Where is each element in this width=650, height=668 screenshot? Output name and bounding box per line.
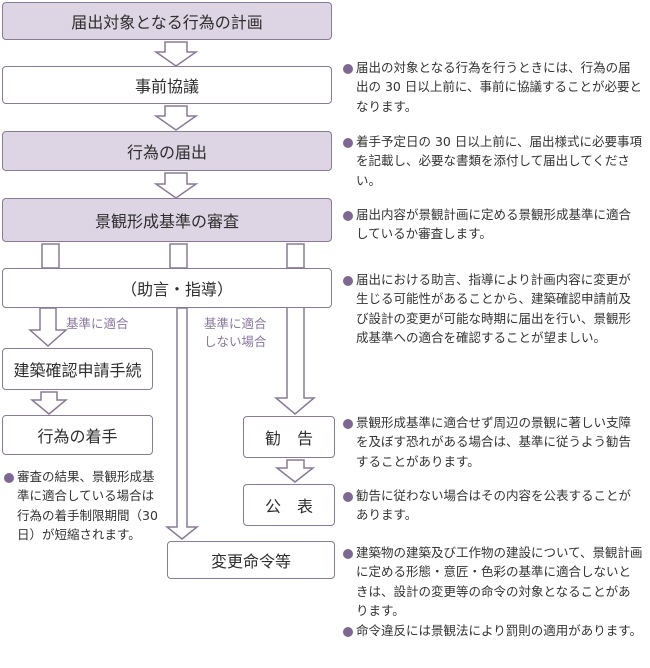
- note-change-order-item2: 命令違反には景観法により罰則の適用があります。: [343, 621, 643, 640]
- note-notification-text: 着手予定日の 30 日以上前に、届出様式に必要事項を記載し、必要な書類を添付して…: [356, 134, 642, 188]
- note-publication: 勧告に従わない場合はその内容を公表することがあります。: [343, 486, 643, 525]
- step-publication: 公 表: [243, 484, 335, 526]
- note-shortening-text: 審査の結果、景観形成基準に適合している場合は行為の着手制限期間（30 日）が短縮…: [17, 469, 158, 543]
- label-nonconform-line1: 基準に適合: [204, 316, 267, 331]
- arrow-recommend-to-publish: [274, 459, 316, 483]
- bullet-icon: [343, 276, 353, 286]
- step-notification-label: 行為の届出: [126, 143, 207, 162]
- note-review-text: 届出内容が景観計画に定める景観形成基準に適合しているか審査します。: [356, 207, 632, 242]
- step-advice: （助言・指導）: [2, 268, 332, 308]
- note-review: 届出内容が景観計画に定める景観形成基準に適合しているか審査します。: [343, 205, 643, 244]
- bullet-icon: [343, 211, 353, 221]
- bar-review-center: [169, 243, 188, 269]
- arrow-consult-to-notify: [153, 105, 199, 131]
- step-plan: 届出対象となる行為の計画: [2, 2, 332, 40]
- step-start: 行為の着手: [2, 415, 153, 455]
- arrow-conform: [28, 307, 68, 348]
- bullet-icon: [343, 138, 353, 148]
- arrow-confirm-to-start: [29, 391, 69, 415]
- note-change-order-item1: 建築物の建築及び工作物の建設について、景観計画に定める形態・意匠・色彩の基準に適…: [343, 543, 643, 621]
- step-advice-label: （助言・指導）: [121, 280, 234, 299]
- step-change-order: 変更命令等: [167, 541, 335, 579]
- step-consultation-label: 事前協議: [134, 77, 199, 96]
- step-consultation: 事前協議: [2, 66, 332, 104]
- note-publication-text: 勧告に従わない場合はその内容を公表することがあります。: [356, 488, 632, 523]
- note-change-order-text2: 命令違反には景観法により罰則の適用があります。: [356, 622, 643, 638]
- bullet-icon: [343, 419, 353, 429]
- note-shortening: 審査の結果、景観形成基準に適合している場合は行為の着手制限期間（30 日）が短縮…: [4, 467, 159, 545]
- step-recommendation-label: 勧 告: [264, 429, 313, 448]
- note-change-order-text1: 建築物の建築及び工作物の建設について、景観計画に定める形態・意匠・色彩の基準に適…: [356, 545, 643, 619]
- note-consultation: 届出の対象となる行為を行うときには、行為の届出の 30 日以上前に、事前に協議す…: [343, 58, 643, 116]
- step-change-order-label: 変更命令等: [210, 552, 291, 571]
- label-nonconform: 基準に適合 しない場合: [204, 315, 267, 351]
- arrow-to-order: [164, 307, 200, 540]
- note-change-order: 建築物の建築及び工作物の建設について、景観計画に定める形態・意匠・色彩の基準に適…: [343, 543, 643, 640]
- bar-review-left: [41, 243, 60, 269]
- note-recommendation: 景観形成基準に適合せず周辺の景観に著しい支障を及ぼす恐れがある場合は、基準に従う…: [343, 413, 643, 471]
- bullet-icon: [343, 549, 353, 559]
- note-advice: 届出における助言、指導により計画内容に変更が生じる可能性があることから、建築確認…: [343, 270, 643, 348]
- bullet-icon: [343, 626, 353, 637]
- note-notification: 着手予定日の 30 日以上前に、届出様式に必要事項を記載し、必要な書類を添付して…: [343, 132, 643, 190]
- label-nonconform-line2: しない場合: [204, 334, 267, 350]
- step-building-confirmation: 建築確認申請手続: [2, 348, 153, 390]
- step-review: 景観形成基準の審査: [2, 198, 332, 242]
- arrow-notify-to-review: [153, 172, 199, 199]
- note-recommendation-text: 景観形成基準に適合せず周辺の景観に著しい支障を及ぼす恐れがある場合は、基準に従う…: [356, 415, 632, 469]
- step-publication-label: 公 表: [264, 497, 313, 516]
- step-review-label: 景観形成基準の審査: [94, 212, 239, 231]
- note-advice-text: 届出における助言、指導により計画内容に変更が生じる可能性があることから、建築確認…: [356, 272, 632, 346]
- bullet-icon: [4, 473, 14, 483]
- step-start-label: 行為の着手: [37, 427, 118, 446]
- bullet-icon: [343, 64, 353, 74]
- step-recommendation: 勧 告: [243, 416, 335, 458]
- bar-review-right: [286, 243, 305, 269]
- bullet-icon: [343, 492, 353, 502]
- step-building-confirmation-label: 建築確認申請手続: [13, 361, 142, 380]
- label-conform-text: 基準に適合: [66, 316, 129, 331]
- arrow-plan-to-consult: [153, 41, 199, 67]
- note-consultation-text: 届出の対象となる行為を行うときには、行為の届出の 30 日以上前に、事前に協議す…: [356, 60, 642, 114]
- step-notification: 行為の届出: [2, 131, 332, 171]
- label-conform: 基準に適合: [66, 315, 129, 333]
- step-plan-label: 届出対象となる行為の計画: [71, 13, 263, 32]
